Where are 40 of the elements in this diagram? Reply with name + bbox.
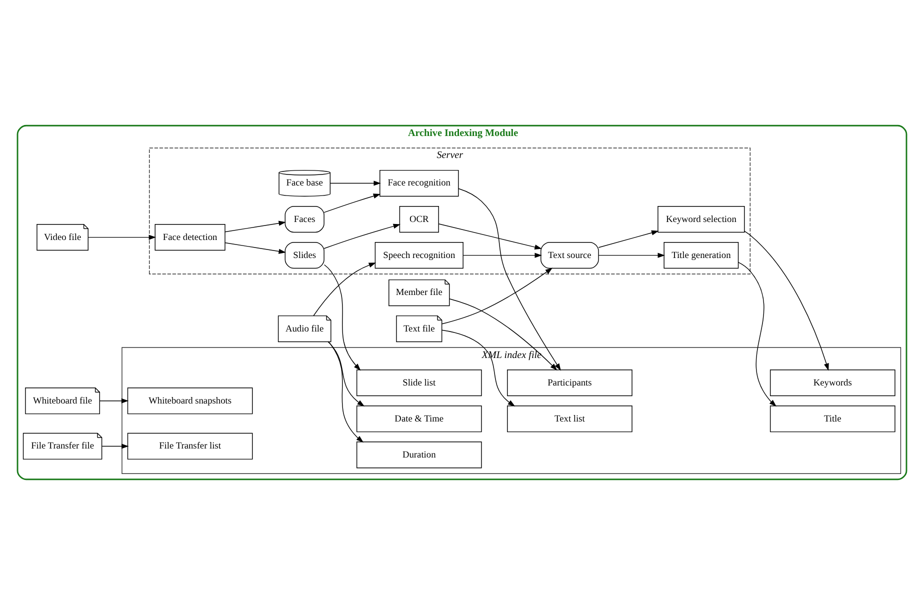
node-box: Whiteboard snapshots xyxy=(127,387,253,414)
node-box: Speech recognition xyxy=(374,241,464,268)
arrow xyxy=(324,193,381,212)
arrow xyxy=(738,261,776,406)
arrow xyxy=(598,252,665,258)
node-box: Date & Time xyxy=(356,405,482,432)
node-box: Text list xyxy=(507,405,632,432)
node-box: Keyword selection xyxy=(658,205,745,232)
node-box: Faces xyxy=(284,205,324,232)
node-box: OCR xyxy=(399,205,439,232)
arrow xyxy=(442,329,516,406)
node-box: Title generation xyxy=(664,241,739,268)
node-box: File Transfer list xyxy=(127,432,253,460)
arrow xyxy=(449,298,558,370)
arrow xyxy=(462,252,542,258)
arrow xyxy=(99,398,129,403)
arrow xyxy=(324,264,361,370)
arrow xyxy=(598,230,659,248)
node-box: Face detection xyxy=(154,223,226,250)
node-box: Keywords xyxy=(770,369,896,396)
arrow xyxy=(458,188,561,370)
node-box: Slide list xyxy=(356,369,482,396)
arrow xyxy=(438,223,542,250)
arrow xyxy=(224,220,286,232)
node-box: Text source xyxy=(540,241,599,268)
arrow xyxy=(102,443,129,448)
arrow xyxy=(744,230,829,370)
arrow xyxy=(330,180,381,186)
node-box: Slides xyxy=(284,241,324,268)
arrow xyxy=(88,234,156,240)
node-box: Participants xyxy=(507,369,632,396)
arrow xyxy=(313,262,376,316)
node-box: Face recognition xyxy=(380,169,459,196)
node-box: Duration xyxy=(356,441,482,468)
node-box: Title xyxy=(770,405,896,432)
arrow xyxy=(328,341,365,406)
arrow xyxy=(328,340,364,442)
arrow xyxy=(224,242,286,254)
arrow xyxy=(324,223,401,248)
arrow xyxy=(442,267,553,324)
